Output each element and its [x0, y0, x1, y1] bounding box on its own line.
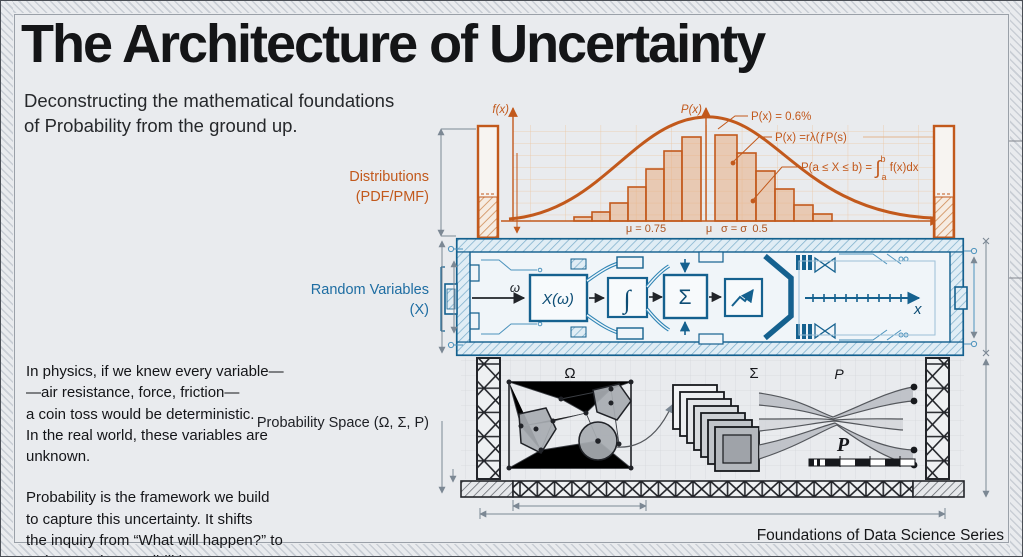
- integral-prefix: P(a ≤ X ≤ b) =: [801, 162, 875, 174]
- random-variables-layer-label: Random Variables (X): [310, 282, 429, 318]
- frame-hatch-left: [1, 1, 13, 556]
- distribution-chart: f(x) P(x) x μ = 0.75 μ σ = σ 0.5 P(x) = …: [476, 104, 956, 240]
- series-footer: Foundations of Data Science Series: [756, 527, 1004, 544]
- annotation-leader-2: [732, 136, 772, 163]
- integral-lower: a: [882, 172, 887, 182]
- tick-mu075: μ = 0.75: [626, 223, 666, 235]
- measure-flows: [758, 383, 918, 469]
- pipes: [570, 251, 724, 345]
- intro-paragraph-2: Probability is the framework we build to…: [26, 489, 283, 556]
- integral-upper: b: [881, 154, 886, 164]
- scale-bar: [808, 456, 916, 467]
- bottom-truss-beam: [460, 480, 965, 498]
- frame-hatch-bottom: [1, 544, 1022, 556]
- right-truss-column: [925, 357, 950, 480]
- omega-label: Ω: [564, 365, 575, 382]
- page-title: The Architecture of Uncertainty: [21, 14, 766, 74]
- tick-sigma: σ = σ: [721, 223, 747, 235]
- divider-bars: [796, 255, 812, 339]
- distributions-layer-label: Distributions (PDF/PMF): [349, 169, 429, 205]
- output-number-line: x: [805, 291, 922, 318]
- annotation-leader-3: [752, 166, 798, 201]
- tick-05: 0.5: [752, 223, 767, 235]
- output-axis-label: x: [913, 301, 922, 318]
- right-column: [932, 124, 956, 240]
- output-port: [954, 286, 968, 310]
- intro-text: In physics, if we knew every variable— —…: [26, 361, 336, 556]
- random-variable-box: [528, 273, 589, 323]
- signal-wave-icon: [731, 288, 754, 307]
- omega-input-label: ω: [510, 280, 520, 295]
- chamber-divider: [763, 253, 794, 341]
- annotation-dot-2: [730, 160, 736, 166]
- fx-axis-label: f(x): [492, 104, 509, 116]
- left-column: [476, 124, 500, 240]
- function-box: [606, 276, 649, 319]
- intro-paragraph-1: In physics, if we knew every variable— —…: [26, 363, 284, 466]
- random-variable-box-label: X(ω): [541, 291, 574, 308]
- script-p-label: P: [836, 434, 850, 456]
- frame-hatch-top: [1, 1, 1022, 13]
- integral-sign: ∫: [874, 158, 882, 179]
- integral-suffix: f(x)dx: [887, 162, 919, 174]
- signal-box: [723, 277, 764, 318]
- px-axis-label: P(x): [681, 104, 702, 116]
- p-label: P: [834, 366, 844, 382]
- sum-box-label: Σ: [679, 286, 692, 309]
- annotation-peak: P(x) = 0.6%: [751, 111, 811, 123]
- function-box-label: ∫: [621, 285, 632, 315]
- tick-mu: μ: [706, 223, 712, 235]
- probability-space-diagram: Ω Σ: [460, 357, 965, 498]
- sigma-label: Σ: [749, 365, 758, 382]
- dimension-lines: [437, 128, 1022, 519]
- machine-top-wall: [456, 238, 964, 253]
- sigma-algebra-stack: [672, 384, 760, 472]
- probability-space-layer-label: Probability Space (Ω, Σ, P): [256, 415, 429, 431]
- page-subtitle: Deconstructing the mathematical foundati…: [24, 90, 395, 136]
- annotation-dot-3: [750, 198, 756, 204]
- sample-space-panel: [506, 379, 634, 471]
- annotation-leader-1: [717, 115, 748, 130]
- outcome-dots: [506, 379, 634, 471]
- sum-box: [662, 273, 709, 320]
- annotation-mid: P(x) =rλ(ƒP(s): [775, 132, 847, 144]
- bell-curve: [508, 115, 934, 221]
- left-truss-column: [476, 357, 501, 480]
- omega-to-sigma-arrow: [616, 404, 673, 448]
- random-variable-machine: ω X(ω) ∫ Σ: [440, 237, 968, 357]
